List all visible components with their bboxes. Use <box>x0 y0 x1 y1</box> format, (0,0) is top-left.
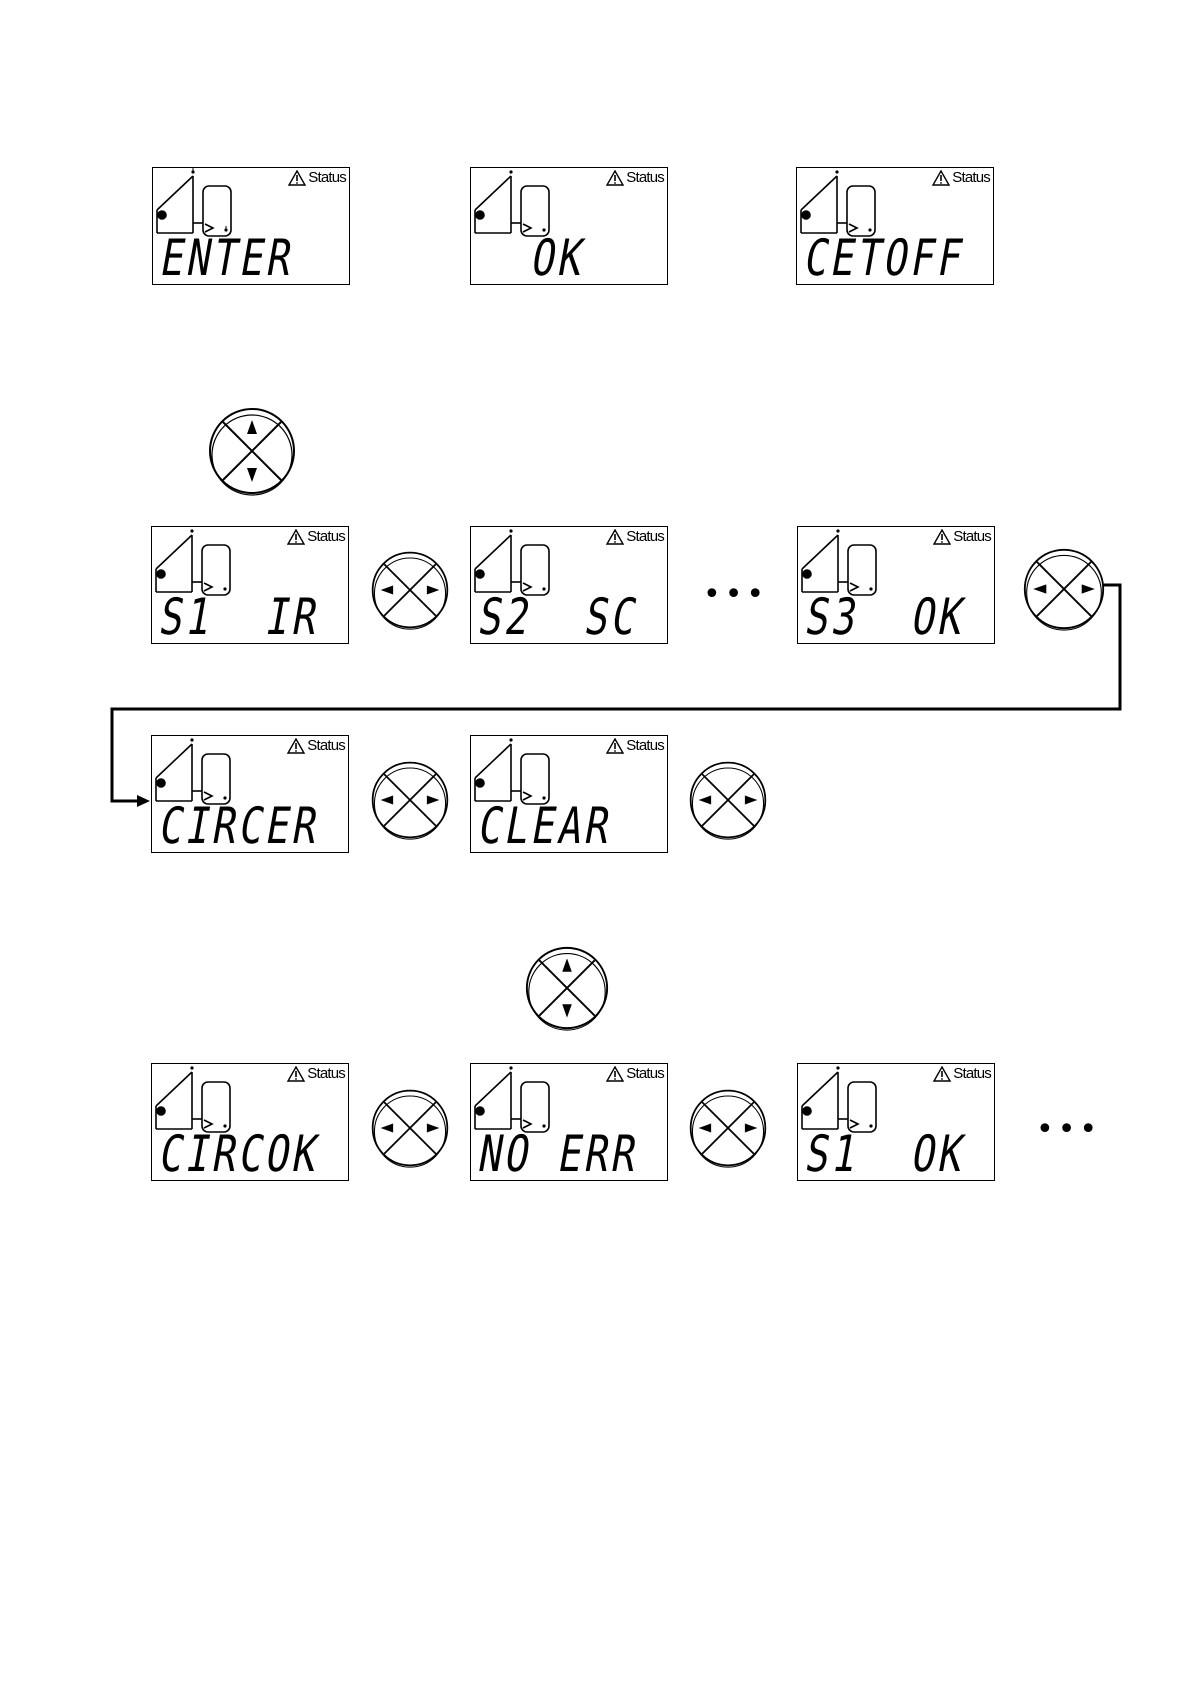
status-label: Status <box>626 169 664 186</box>
lcd-display-enter: Status ENTER <box>152 167 350 285</box>
lcd-readout: ENTER <box>157 232 299 284</box>
lcd-display-ok: Status OK <box>470 167 668 285</box>
lcd-readout: S2 SC <box>475 591 644 643</box>
status-label: Status <box>952 169 990 186</box>
warning-triangle-icon <box>606 529 624 545</box>
lcd-readout: S3 OK <box>802 591 971 643</box>
lcd-display-s3-ok: Status S3 OK <box>797 526 995 644</box>
lcd-readout: NO ERR <box>475 1128 644 1180</box>
status-label: Status <box>626 1065 664 1082</box>
lcd-display-s1-ir: Status S1 IR <box>151 526 349 644</box>
left-right-arrow-pad-icon[interactable] <box>370 550 450 630</box>
warning-triangle-icon <box>287 529 305 545</box>
lcd-readout: CLEAR <box>475 800 617 852</box>
status-label: Status <box>626 528 664 545</box>
left-right-arrow-pad-icon[interactable] <box>1022 547 1106 631</box>
lcd-readout: CIRCER <box>156 800 325 852</box>
status-label: Status <box>626 737 664 754</box>
lcd-display-no-err: Status NO ERR <box>470 1063 668 1181</box>
lcd-display-cetoff: Status CETOFF <box>796 167 994 285</box>
status-label: Status <box>953 1065 991 1082</box>
lcd-readout: OK <box>475 232 591 284</box>
lcd-display-clear: Status CLEAR <box>470 735 668 853</box>
warning-triangle-icon <box>932 170 950 186</box>
lcd-readout: CIRCOK <box>156 1128 325 1180</box>
lcd-display-s2-sc: Status S2 SC <box>470 526 668 644</box>
status-label: Status <box>307 737 345 754</box>
lcd-readout: S1 OK <box>802 1128 971 1180</box>
warning-triangle-icon <box>288 170 306 186</box>
status-label: Status <box>307 528 345 545</box>
left-right-arrow-pad-icon[interactable] <box>688 1088 768 1168</box>
ellipsis: ••• <box>703 580 768 610</box>
warning-triangle-icon <box>606 1066 624 1082</box>
status-label: Status <box>953 528 991 545</box>
flow-arrowhead-icon <box>137 795 150 807</box>
warning-triangle-icon <box>606 170 624 186</box>
lcd-display-circer: Status CIRCER <box>151 735 349 853</box>
warning-triangle-icon <box>933 1066 951 1082</box>
left-right-arrow-pad-icon[interactable] <box>370 760 450 840</box>
warning-triangle-icon <box>287 1066 305 1082</box>
status-label: Status <box>308 169 346 186</box>
warning-triangle-icon <box>933 529 951 545</box>
up-down-arrow-pad-icon[interactable] <box>524 945 610 1031</box>
left-right-arrow-pad-icon[interactable] <box>370 1088 450 1168</box>
warning-triangle-icon <box>287 738 305 754</box>
up-down-arrow-pad-icon[interactable] <box>207 406 297 496</box>
ellipsis: ••• <box>1036 1115 1101 1145</box>
status-label: Status <box>307 1065 345 1082</box>
lcd-display-circok: Status CIRCOK <box>151 1063 349 1181</box>
left-right-arrow-pad-icon[interactable] <box>688 760 768 840</box>
lcd-readout: CETOFF <box>801 232 970 284</box>
warning-triangle-icon <box>606 738 624 754</box>
lcd-display-s1-ok: Status S1 OK <box>797 1063 995 1181</box>
lcd-readout: S1 IR <box>156 591 325 643</box>
